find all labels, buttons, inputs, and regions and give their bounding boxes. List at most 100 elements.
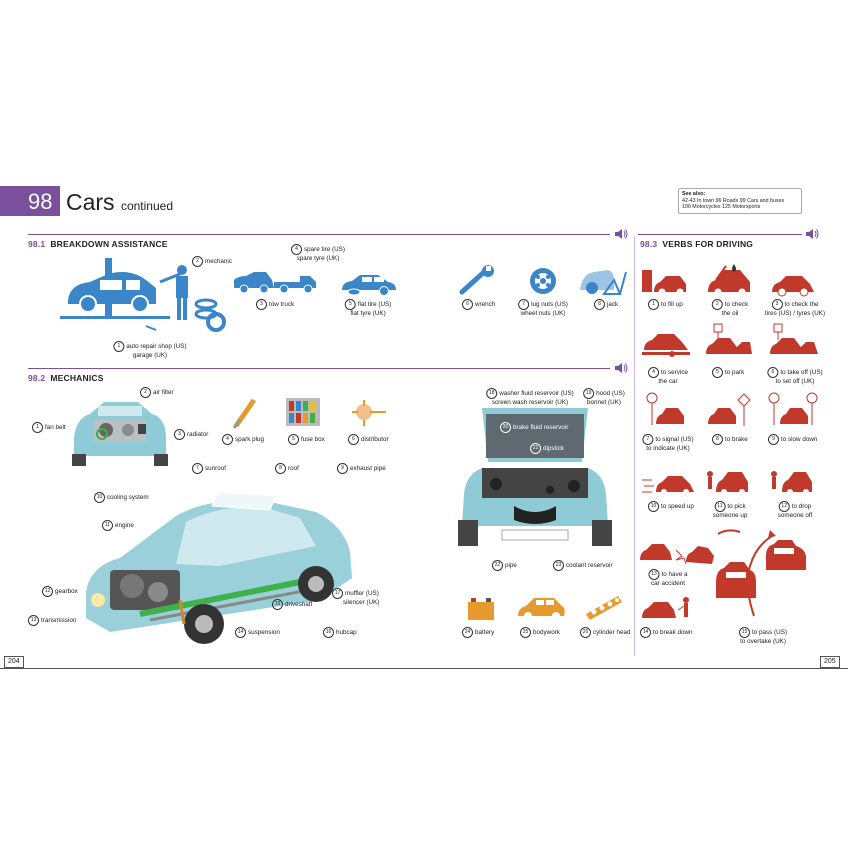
take-off-icon <box>770 323 818 354</box>
car-accident-icon <box>640 544 714 565</box>
title-suffix: continued <box>120 199 173 213</box>
wrench-icon <box>459 265 494 295</box>
check-tires-icon <box>772 276 814 297</box>
speaker-icon[interactable] <box>614 228 628 240</box>
speed-up-icon <box>642 476 694 495</box>
section-rule-1 <box>28 234 610 235</box>
battery-icon <box>468 598 494 620</box>
section-rule-3 <box>638 234 802 235</box>
car-cutaway-illustration <box>86 491 352 644</box>
pick-up-icon <box>707 471 748 495</box>
signal-icon <box>646 392 684 425</box>
spark-plug-icon <box>232 398 257 429</box>
see-also-box: See also: 42-43 In town 96 Roads 99 Cars… <box>678 188 802 214</box>
slow-down-icon <box>768 392 818 425</box>
title-main: Cars <box>66 189 115 215</box>
chapter-number: 98 <box>28 189 53 214</box>
drop-off-icon <box>771 471 812 495</box>
bodywork-icon <box>518 598 565 620</box>
jack-icon <box>580 270 627 295</box>
section-rule-2 <box>28 368 610 369</box>
overtake-illustration <box>716 529 806 617</box>
column-divider <box>634 236 635 656</box>
book-spread: 98 Cars continued See also: 42-43 In tow… <box>0 186 848 676</box>
check-oil-icon <box>708 264 750 296</box>
fuse-box-icon <box>286 398 320 426</box>
repair-shop-illustration <box>60 258 226 332</box>
see-also-line1: 42-43 In town 96 Roads 99 Cars and buses <box>682 197 785 204</box>
break-down-icon <box>642 597 689 618</box>
page-title: Cars continued <box>66 189 173 216</box>
speaker-icon-2[interactable] <box>614 362 628 374</box>
service-car-icon <box>642 334 690 357</box>
car-hood-open-illustration <box>458 408 612 546</box>
cylinder-head-icon <box>586 596 622 620</box>
page-number-right: 205 <box>820 656 840 668</box>
page-number-left: 204 <box>4 656 24 668</box>
lug-nuts-icon <box>530 268 556 294</box>
speaker-icon-3[interactable] <box>805 228 819 240</box>
see-also-heading: See also: <box>682 191 706 197</box>
distributor-icon <box>352 400 386 426</box>
tow-truck-icon <box>234 272 316 294</box>
car-front-engine-illustration <box>72 402 168 466</box>
flat-tire-car-icon <box>342 275 396 296</box>
chapter-tab: 98 <box>0 186 60 216</box>
see-also-line2: 100 Motorcycles 125 Motorsports <box>682 204 761 210</box>
fill-up-icon <box>642 270 686 296</box>
park-icon <box>706 323 752 354</box>
footer-rule <box>0 668 848 669</box>
brake-icon <box>708 393 751 426</box>
